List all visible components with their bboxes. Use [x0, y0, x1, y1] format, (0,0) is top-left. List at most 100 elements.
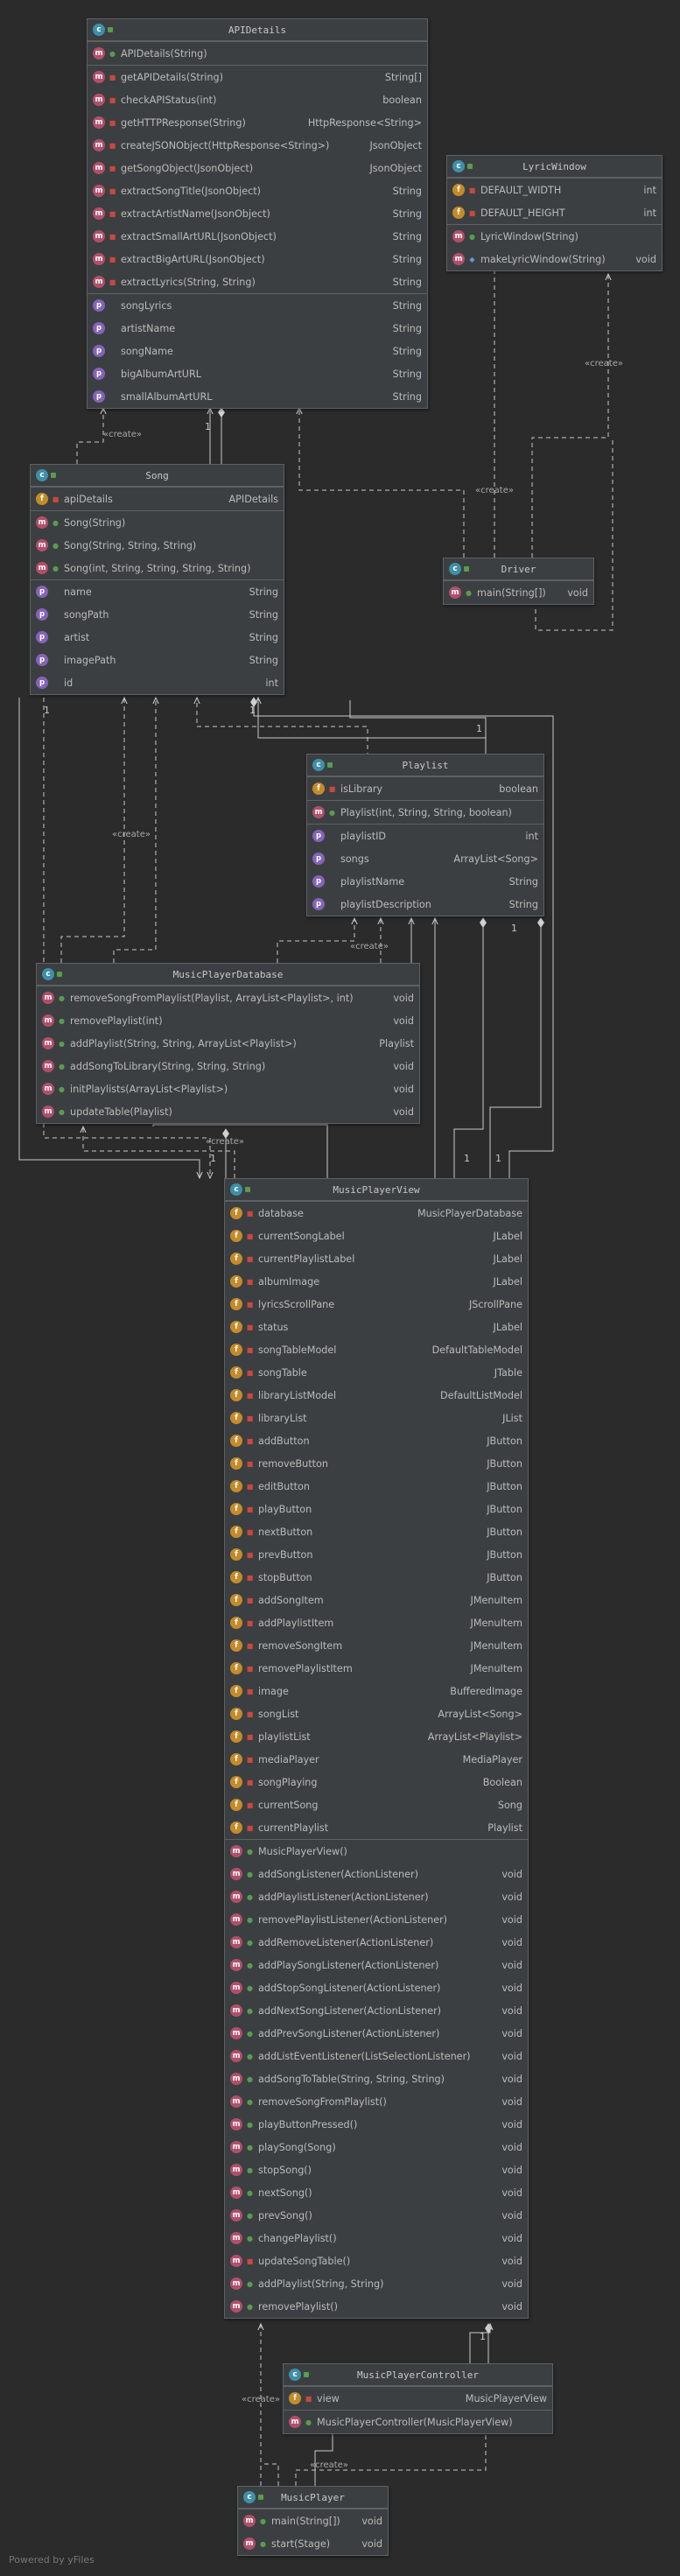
- method-row[interactable]: m●removeSongFromPlaylist()void: [225, 2090, 528, 2113]
- method-row[interactable]: m●addRemoveListener(ActionListener)void: [225, 1931, 528, 1954]
- method-row[interactable]: m■extractLyrics(String, String)String: [88, 270, 427, 293]
- method-row[interactable]: m●addPlaylist(String, String, ArrayList<…: [37, 1032, 419, 1055]
- method-row[interactable]: m●removeSongFromPlaylist(Playlist, Array…: [37, 986, 419, 1009]
- method-row[interactable]: m■extractArtistName(JsonObject)String: [88, 202, 427, 225]
- method-row[interactable]: m●addSongToTable(String, String, String)…: [225, 2067, 528, 2090]
- method-row[interactable]: m●addListEventListener(ListSelectionList…: [225, 2045, 528, 2067]
- method-row[interactable]: m●stopSong()void: [225, 2158, 528, 2181]
- method-row[interactable]: m●Playlist(int, String, String, boolean): [307, 801, 543, 824]
- method-row[interactable]: m●MusicPlayerController(MusicPlayerView): [284, 2411, 552, 2433]
- method-row[interactable]: m■getHTTPResponse(String)HttpResponse<St…: [88, 111, 427, 134]
- method-row[interactable]: m●prevSong()void: [225, 2204, 528, 2227]
- method-row[interactable]: m●Song(String, String, String): [31, 534, 284, 557]
- method-row[interactable]: m●addPrevSongListener(ActionListener)voi…: [225, 2022, 528, 2045]
- method-row[interactable]: m●addPlaylist(String, String)void: [225, 2272, 528, 2295]
- method-row[interactable]: m●APIDetails(String): [88, 42, 427, 65]
- method-row[interactable]: m■extractSongTitle(JsonObject)String: [88, 179, 427, 202]
- method-row[interactable]: m●addSongToLibrary(String, String, Strin…: [37, 1055, 419, 1077]
- method-row[interactable]: m■updateSongTable()void: [225, 2250, 528, 2272]
- method-row[interactable]: m●addSongListener(ActionListener)void: [225, 1863, 528, 1885]
- method-row[interactable]: m●nextSong()void: [225, 2181, 528, 2204]
- method-row[interactable]: m●removePlaylist(int)void: [37, 1009, 419, 1032]
- method-row[interactable]: m◆makeLyricWindow(String)void: [447, 248, 662, 270]
- method-row[interactable]: m●addPlaylistListener(ActionListener)voi…: [225, 1885, 528, 1908]
- method-row[interactable]: m●addStopSongListener(ActionListener)voi…: [225, 1976, 528, 1999]
- method-row[interactable]: m●playSong(Song)void: [225, 2136, 528, 2158]
- method-row[interactable]: m●LyricWindow(String): [447, 225, 662, 248]
- method-row[interactable]: m●main(String[])void: [444, 581, 593, 604]
- method-row[interactable]: m●Song(int, String, String, String, Stri…: [31, 557, 284, 579]
- method-row[interactable]: m●changePlaylist()void: [225, 2227, 528, 2250]
- method-row[interactable]: m●initPlaylists(ArrayList<Playlist>)void: [37, 1077, 419, 1100]
- method-row[interactable]: m■extractSmallArtURL(JsonObject)String: [88, 225, 427, 248]
- method-row[interactable]: m●MusicPlayerView(): [225, 1840, 528, 1863]
- method-row[interactable]: m■extractBigArtURL(JsonObject)String: [88, 248, 427, 270]
- method-row[interactable]: m●addNextSongListener(ActionListener)voi…: [225, 1999, 528, 2022]
- method-row[interactable]: m●start(Stage)void: [238, 2532, 388, 2555]
- method-row[interactable]: m●removePlaylistListener(ActionListener)…: [225, 1908, 528, 1931]
- method-row[interactable]: m■getSongObject(JsonObject)JsonObject: [88, 157, 427, 179]
- method-row[interactable]: m●addPlaySongListener(ActionListener)voi…: [225, 1954, 528, 1976]
- method-row[interactable]: m●playButtonPressed()void: [225, 2113, 528, 2136]
- method-row[interactable]: m■getAPIDetails(String)String[]: [88, 66, 427, 88]
- method-row[interactable]: m●Song(String): [31, 511, 284, 534]
- method-row[interactable]: m●updateTable(Playlist)void: [37, 1100, 419, 1123]
- method-row[interactable]: m■createJSONObject(HttpResponse<String>)…: [88, 134, 427, 157]
- method-row[interactable]: m●main(String[])void: [238, 2509, 388, 2532]
